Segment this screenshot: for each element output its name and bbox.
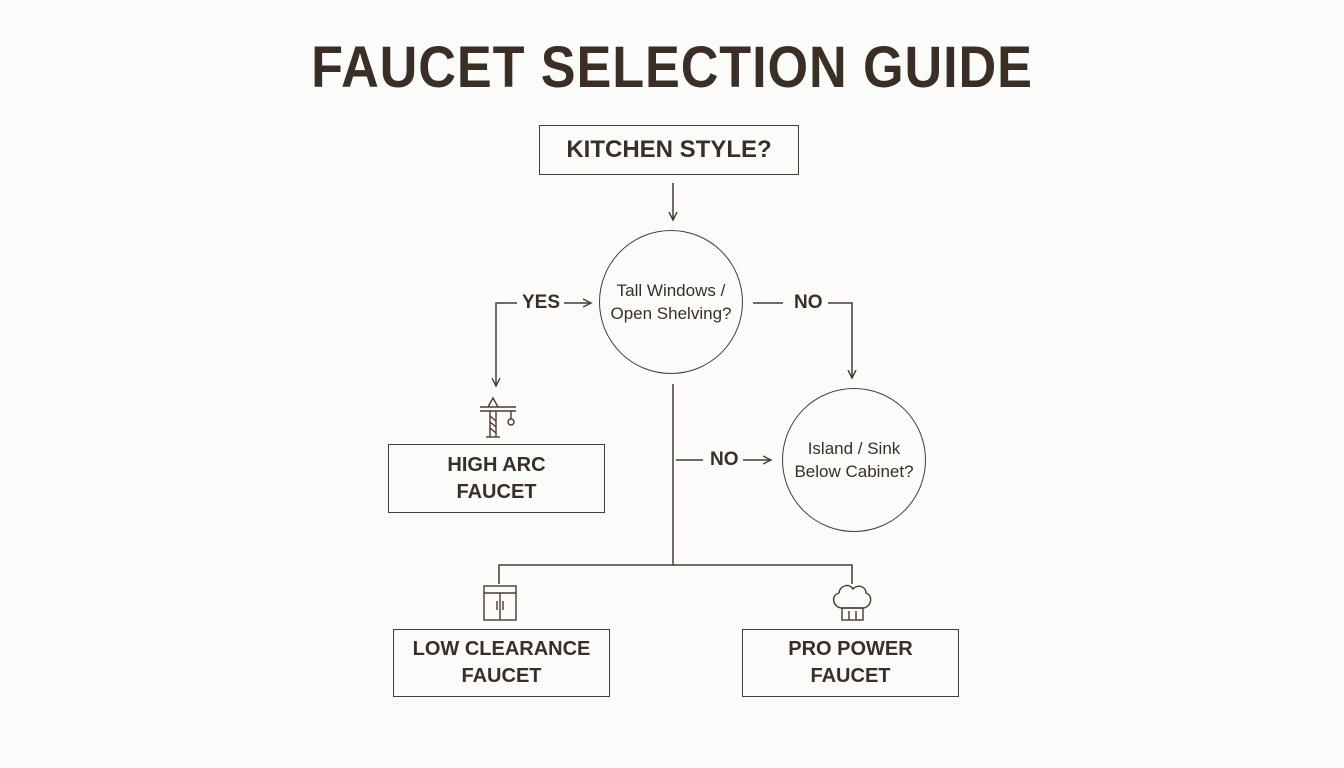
outcome-pro-power-line2: FAUCET [810, 665, 891, 687]
outcome-high-arc-line2: FAUCET [456, 480, 537, 503]
outcome-low-clearance-line1: LOW CLEARANCE [412, 638, 591, 660]
cabinet-icon [483, 585, 517, 621]
edge-label-no-right: NO [792, 292, 825, 314]
edge-no-right-arrow [828, 302, 852, 378]
outcome-low-clearance-line2: FAUCET [461, 665, 542, 687]
outcome-high-arc-line1: HIGH ARC [447, 453, 546, 476]
decision-node-island: Island / Sink Below Cabinet? [782, 388, 926, 532]
decision-node-island-line1: Island / Sink [807, 439, 901, 458]
decision-node-island-line2: Below Cabinet? [794, 462, 914, 481]
outcome-pro-power: PRO POWER FAUCET [742, 629, 959, 697]
outcome-low-clearance: LOW CLEARANCE FAUCET [393, 629, 610, 697]
chef-hat-icon [832, 584, 872, 621]
page-title: FAUCET SELECTION GUIDE [311, 35, 1033, 100]
edge-yes-line [496, 302, 517, 386]
decision-node-windows: Tall Windows / Open Shelving? [599, 230, 743, 374]
outcome-high-arc: HIGH ARC FAUCET [388, 444, 605, 513]
crane-icon [480, 396, 516, 438]
start-node-label: KITCHEN STYLE? [566, 136, 772, 163]
edge-label-yes: YES [520, 292, 563, 314]
decision-node-windows-line1: Tall Windows / [616, 281, 726, 300]
decision-node-windows-line2: Open Shelving? [610, 304, 732, 323]
edge-bottom-split [498, 564, 853, 584]
edge-label-no-down: NO [708, 449, 741, 471]
outcome-pro-power-line1: PRO POWER [788, 638, 913, 660]
start-node: KITCHEN STYLE? [539, 125, 799, 175]
